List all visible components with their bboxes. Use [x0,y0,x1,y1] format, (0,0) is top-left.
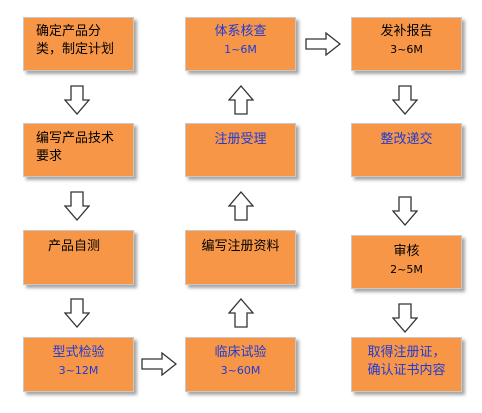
arrow-up-1 [228,85,254,115]
box-review: 审核 2~5M [351,235,462,289]
arrow-up-3 [228,298,254,328]
box-clinical-trial: 临床试验 3~60M [185,337,296,392]
box-review-line2: 2~5M [390,263,423,276]
box-classify-plan: 确定产品分 类，制定计划 [23,17,134,71]
arrow-right-1 [305,32,341,56]
box-system-check-line1: 体系核查 [214,24,267,39]
box-supplement-report: 发补报告 3~6M [351,17,462,71]
arrow-up-2 [228,191,254,221]
arrow-right-2 [141,352,177,376]
box-reg-accept-line1: 注册受理 [214,132,267,147]
box-self-test: 产品自测 [23,230,134,285]
box-registration-accept: 注册受理 [185,123,296,177]
box-rectify-line1: 整改递交 [380,132,433,147]
box-classify-line1: 确定产品分 [36,24,102,39]
box-rectify-submit: 整改递交 [351,123,462,177]
box-clinical-line1: 临床试验 [214,345,267,360]
box-certificate-line2: 确认证书内容 [367,363,446,378]
box-certificate: 取得注册证， 确认证书内容 [351,337,462,392]
box-self-test-line1: 产品自测 [48,239,101,254]
arrow-down-3 [64,298,90,328]
box-system-check: 体系核查 1~6M [185,17,296,71]
arrow-down-5 [392,196,418,226]
box-classify-line2: 类，制定计划 [36,42,115,57]
box-clinical-line2: 3~60M [220,364,261,377]
box-tech-requirements: 编写产品技术 要求 [23,123,134,177]
box-tech-req-line2: 要求 [36,149,63,164]
box-registration-docs: 编写注册资料 [185,230,296,285]
box-type-test-line2: 3~12M [58,364,99,377]
box-supplement-line1: 发补报告 [380,24,433,39]
arrow-down-6 [392,303,418,333]
box-type-test-line1: 型式检验 [52,345,105,360]
arrow-down-1 [64,85,90,115]
box-tech-req-line1: 编写产品技术 [36,131,115,146]
box-supplement-line2: 3~6M [390,43,423,56]
arrow-down-2 [64,191,90,221]
box-reg-docs-line1: 编写注册资料 [201,239,280,254]
box-review-line1: 审核 [393,244,420,259]
arrow-down-4 [392,85,418,115]
box-certificate-line1: 取得注册证， [367,345,446,360]
box-system-check-line2: 1~6M [224,43,257,56]
box-type-test: 型式检验 3~12M [23,337,134,392]
